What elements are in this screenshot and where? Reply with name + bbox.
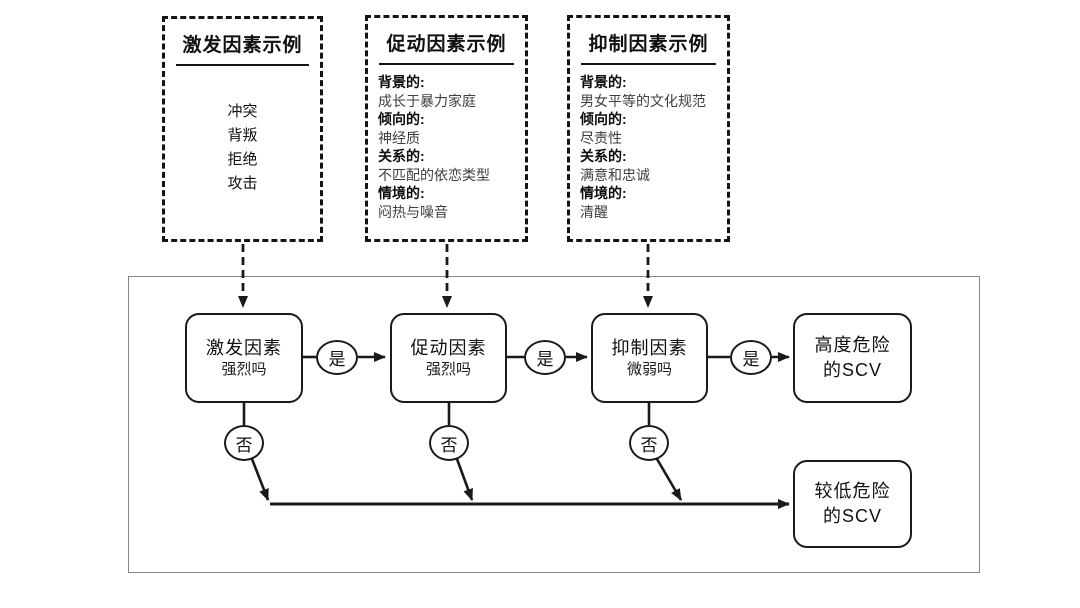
- example-box-title: 促动因素示例: [386, 34, 507, 55]
- decision-title: 促动因素: [410, 338, 487, 358]
- factor-value: 清醒: [580, 203, 608, 220]
- decision-node-trigger: 激发因素 强烈吗: [185, 313, 303, 403]
- no-ellipse-1: 否: [224, 425, 264, 461]
- no-ellipse-2: 否: [429, 425, 469, 461]
- factor-label: 倾向的:: [378, 111, 425, 127]
- title-underline: [379, 63, 514, 65]
- impelling-example-rows: 背景的: 成长于暴力家庭 倾向的: 神经质 关系的: 不匹配的依恋类型 情境的:…: [378, 73, 525, 221]
- decision-question: 微弱吗: [626, 361, 672, 378]
- factor-value: 神经质: [378, 129, 420, 146]
- yes-ellipse-3: 是: [730, 340, 772, 375]
- title-underline: [581, 63, 716, 65]
- yes-ellipse-1: 是: [316, 340, 358, 375]
- factor-value: 不匹配的依恋类型: [378, 166, 490, 183]
- decision-node-impelling: 促动因素 强烈吗: [390, 313, 507, 403]
- factor-label: 倾向的:: [580, 111, 627, 127]
- list-item: 攻击: [227, 175, 258, 192]
- outcome-line1: 较低危险: [814, 481, 891, 501]
- outcome-line2: 的SCV: [822, 506, 882, 526]
- trigger-example-list: 冲突 背叛 拒绝 攻击: [165, 100, 320, 196]
- factor-value: 男女平等的文化规范: [580, 92, 706, 109]
- decision-node-inhibiting: 抑制因素 微弱吗: [591, 313, 708, 403]
- example-box-trigger-factors: 激发因素示例 冲突 背叛 拒绝 攻击: [162, 16, 323, 242]
- factor-label: 背景的:: [580, 74, 627, 90]
- outcome-node-high-risk: 高度危险 的SCV: [793, 313, 912, 403]
- factor-value: 尽责性: [580, 129, 622, 146]
- decision-question: 强烈吗: [221, 361, 267, 378]
- outcome-node-low-risk: 较低危险 的SCV: [793, 460, 912, 548]
- outcome-line2: 的SCV: [822, 360, 882, 380]
- decision-title: 激发因素: [206, 338, 282, 358]
- factor-value: 闷热与噪音: [378, 203, 448, 220]
- example-box-inhibiting-factors: 抑制因素示例 背景的: 男女平等的文化规范 倾向的: 尽责性 关系的: 满意和忠…: [567, 15, 730, 242]
- decision-title: 抑制因素: [611, 338, 688, 358]
- factor-label: 关系的:: [378, 148, 425, 164]
- list-item: 背叛: [227, 127, 258, 144]
- factor-label: 背景的:: [378, 74, 425, 90]
- example-box-title: 激发因素示例: [182, 35, 303, 56]
- factor-value: 满意和忠诚: [580, 166, 650, 183]
- factor-label: 情境的:: [378, 185, 425, 201]
- list-item: 冲突: [227, 103, 258, 120]
- decision-question: 强烈吗: [425, 361, 471, 378]
- title-underline: [176, 64, 309, 66]
- outcome-line1: 高度危险: [814, 335, 891, 355]
- factor-value: 成长于暴力家庭: [378, 92, 476, 109]
- example-box-title: 抑制因素示例: [588, 34, 709, 55]
- list-item: 拒绝: [227, 151, 258, 168]
- example-box-impelling-factors: 促动因素示例 背景的: 成长于暴力家庭 倾向的: 神经质 关系的: 不匹配的依恋…: [365, 15, 528, 242]
- factor-label: 情境的:: [580, 185, 627, 201]
- inhibiting-example-rows: 背景的: 男女平等的文化规范 倾向的: 尽责性 关系的: 满意和忠诚 情境的: …: [580, 73, 727, 221]
- factor-label: 关系的:: [580, 148, 627, 164]
- flowchart-container: [128, 276, 980, 573]
- no-ellipse-3: 否: [629, 425, 669, 461]
- yes-ellipse-2: 是: [524, 340, 566, 375]
